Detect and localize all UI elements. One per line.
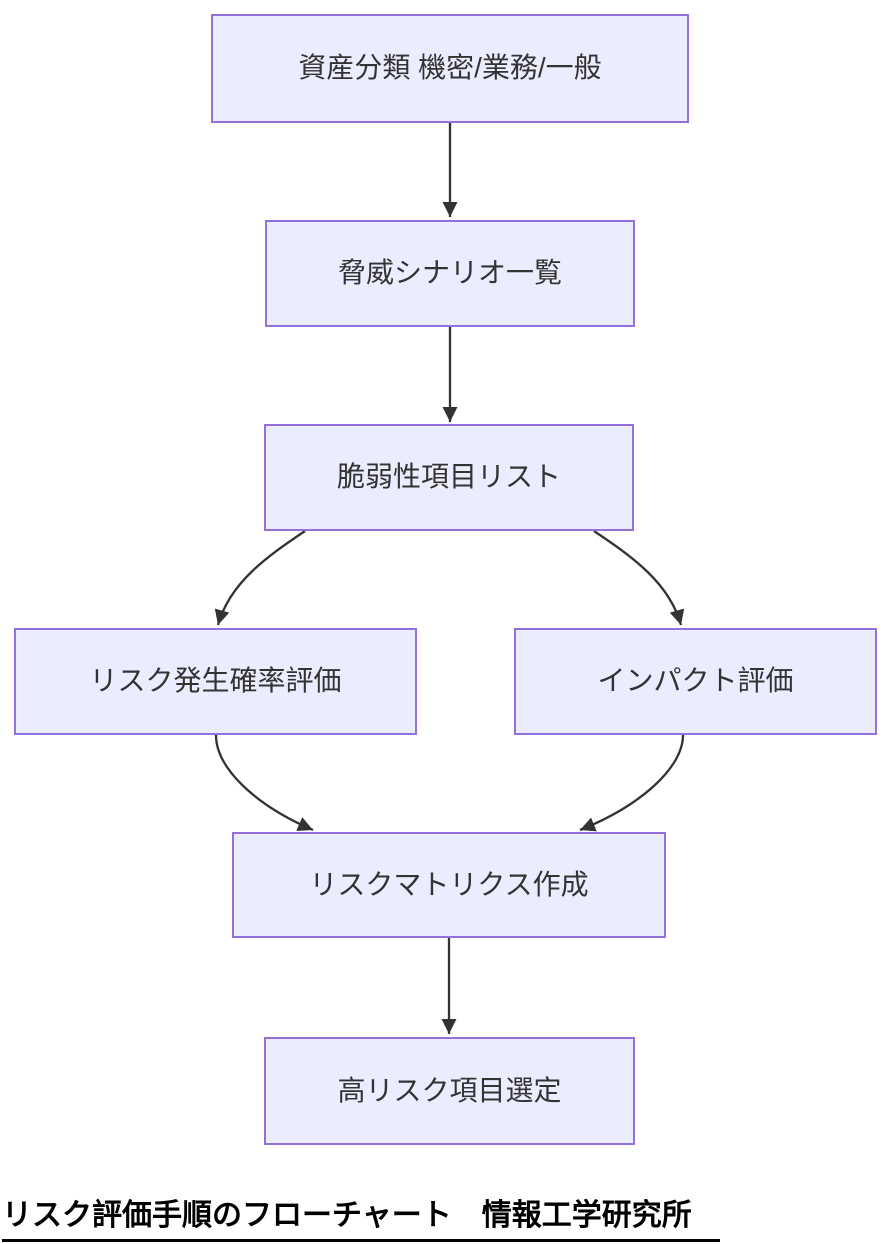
node-label: リスク発生確率評価 <box>89 665 342 697</box>
edge-impact-to-matrix <box>579 734 685 832</box>
edge-vuln-to-probability <box>214 530 306 626</box>
caption-text: リスク評価手順のフローチャート 情報工学研究所 <box>2 1199 692 1232</box>
node-risk-matrix-creation: リスクマトリクス作成 <box>232 832 666 938</box>
node-label: 脆弱性項目リスト <box>336 461 561 493</box>
node-label: 高リスク項目選定 <box>337 1074 562 1106</box>
diagram-caption: リスク評価手順のフローチャート 情報工学研究所 <box>2 1190 720 1242</box>
node-high-risk-item-selection: 高リスク項目選定 <box>264 1037 635 1145</box>
node-risk-probability-evaluation: リスク発生確率評価 <box>14 628 417 735</box>
node-label: 資産分類 機密/業務/一般 <box>298 52 602 84</box>
node-label: 脅威シナリオ一覧 <box>337 257 562 289</box>
node-asset-classification: 資産分類 機密/業務/一般 <box>211 14 689 123</box>
edge-probability-to-matrix <box>214 734 314 832</box>
node-impact-evaluation: インパクト評価 <box>514 628 877 735</box>
node-label: リスクマトリクス作成 <box>309 868 589 900</box>
node-label: インパクト評価 <box>597 665 794 697</box>
node-vulnerability-item-list: 脆弱性項目リスト <box>264 424 634 531</box>
node-threat-scenario-list: 脅威シナリオ一覧 <box>265 220 635 327</box>
edge-vuln-to-impact <box>593 530 685 626</box>
